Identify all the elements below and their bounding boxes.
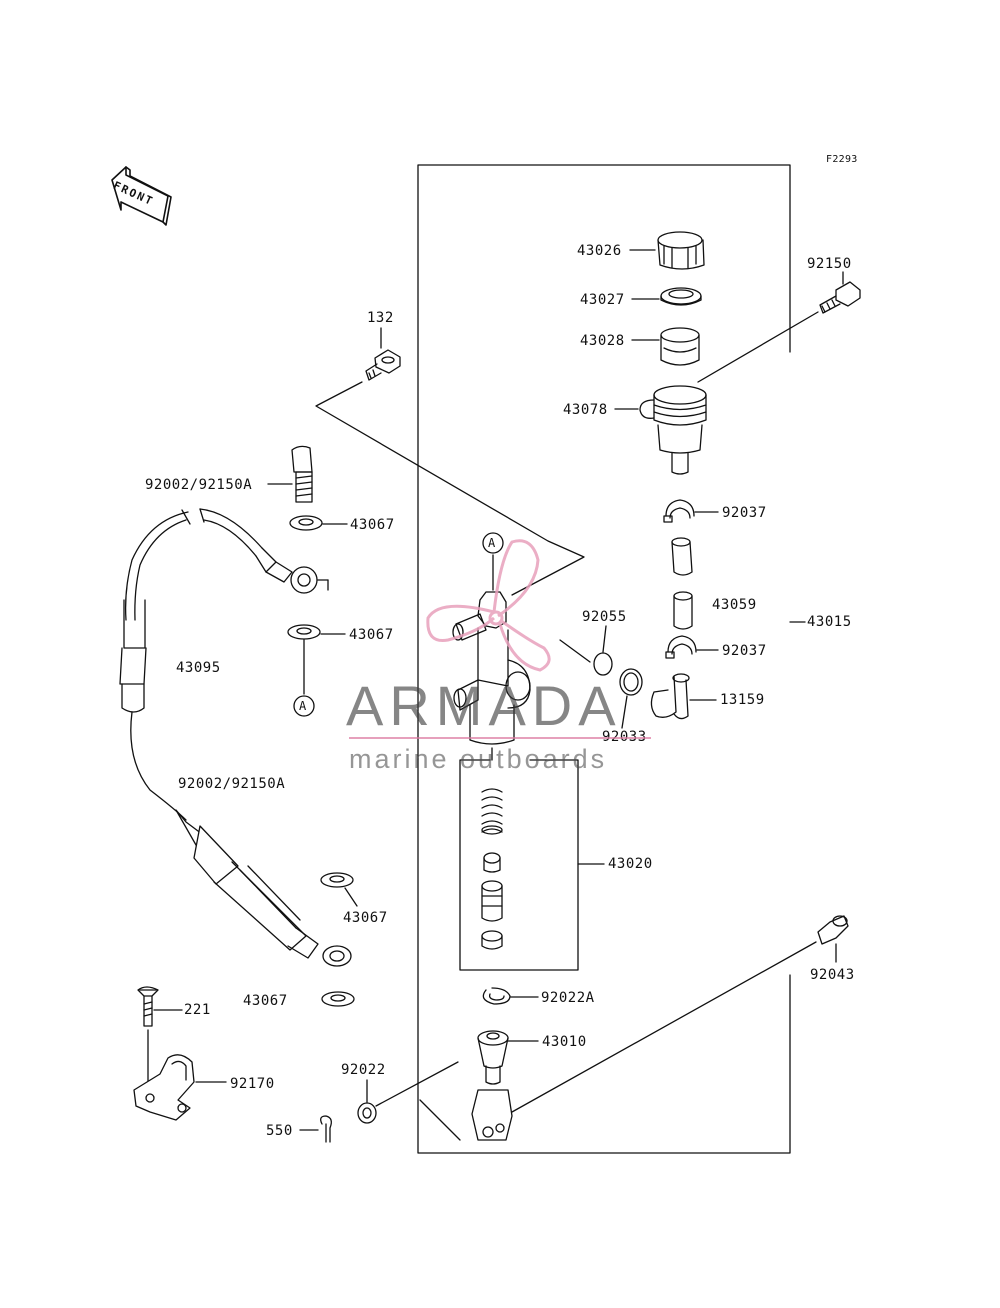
clamp-92037-a [663,499,719,523]
callout-92022: 92022 [341,1062,386,1078]
callout-92170: 92170 [230,1076,275,1092]
callout-43067-b: 43067 [349,627,394,643]
elbow-fitting-13159 [650,673,717,720]
ref-mark-a-top-label: A [488,536,496,550]
reservoir-43078 [614,385,707,475]
watermark-propeller-icon [426,539,551,672]
callout-92037-b: 92037 [722,643,767,659]
piston-kit-43020 [459,759,605,971]
assembly-frame-43015 [417,164,806,1154]
callout-132: 132 [367,310,394,326]
front-arrow-icon [111,166,172,226]
watermark-divider [349,737,651,739]
callout-43026: 43026 [577,243,622,259]
screw-221 [137,986,183,1087]
bracket-92170 [133,1054,227,1121]
callout-43027: 43027 [580,292,625,308]
brake-hose-43095 [119,508,352,967]
diagram-code: F2293 [826,154,858,165]
callout-92150: 92150 [807,256,852,272]
ref-mark-a-bottom-label: A [299,699,307,713]
callout-43020: 43020 [608,856,653,872]
clevis-pin-92043 [511,915,849,1113]
washer-43067-c [320,872,358,907]
callout-43059: 43059 [712,597,757,613]
callout-92055: 92055 [582,609,627,625]
ref-mark-a-bottom [293,695,315,717]
banjo-bolt-top [267,445,313,503]
callout-92037-a: 92037 [722,505,767,521]
callout-43067-c: 43067 [343,910,388,926]
callout-43028: 43028 [580,333,625,349]
snap-ring-92022a [482,987,539,1005]
callout-92002-92150a-bottom: 92002/92150A [178,776,286,792]
o-ring-92055 [559,625,613,676]
callout-92002-92150a-top: 92002/92150A [145,477,253,493]
bolt-92150 [697,271,861,383]
ref-mark-a-top [482,532,504,554]
reservoir-hose-43059 [671,537,693,630]
callout-221: 221 [184,1002,211,1018]
callout-43067-a: 43067 [350,517,395,533]
diaphragm-plate-43027 [631,287,702,306]
reservoir-cap-43026 [629,231,705,270]
callout-92022a: 92022A [541,990,595,1006]
washer-43067-a [289,515,348,531]
callout-43078: 43078 [563,402,608,418]
washer-43067-b [287,624,346,695]
callout-43015: 43015 [807,614,852,630]
washer-92022 [357,1061,459,1124]
diaphragm-43028 [631,327,700,366]
callout-92043: 92043 [810,967,855,983]
clamp-92037-b [665,635,719,659]
callout-13159: 13159 [720,692,765,708]
callout-43095: 43095 [176,660,221,676]
watermark-tagline: marine outboards [349,744,608,774]
callout-550: 550 [266,1123,293,1139]
watermark-brand: ARMADA [346,674,622,737]
push-rod-43010 [419,1030,539,1141]
callout-43067-d: 43067 [243,993,288,1009]
washer-43067-d [321,991,355,1007]
cotter-pin-550 [299,1115,332,1143]
circlip-92033 [619,668,643,729]
bolt-132 [315,327,585,596]
callout-43010: 43010 [542,1034,587,1050]
